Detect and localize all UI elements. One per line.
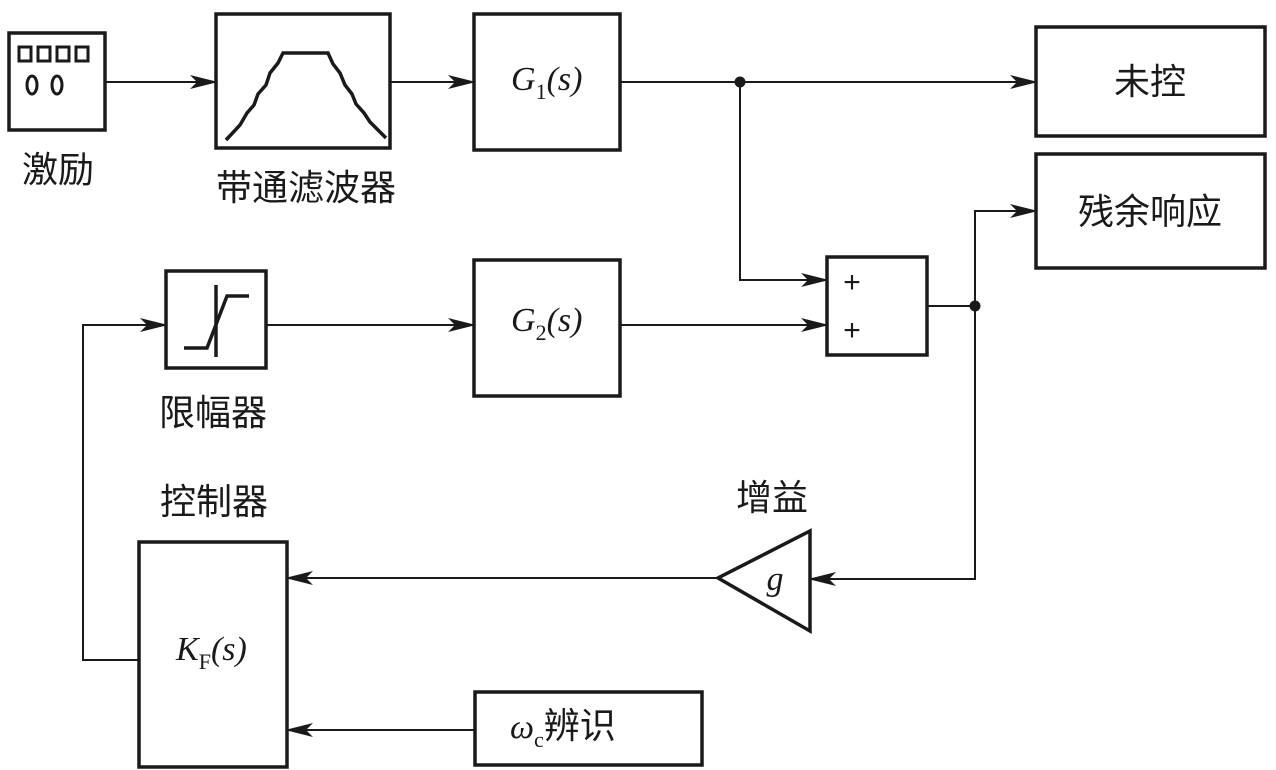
frequency-identification-block: ωc辨识: [473, 690, 704, 767]
g2-block: G2(s): [472, 258, 622, 398]
residual-response-label: 残余响应: [1078, 192, 1222, 233]
limiter-label: 限幅器: [159, 393, 267, 434]
excitation-label: 激励: [22, 150, 94, 191]
excitation-block: [7, 31, 107, 132]
controller-label: 控制器: [160, 482, 268, 523]
uncontrolled-label: 未控: [1114, 62, 1186, 103]
svg-text:ωc辨识: ωc辨识: [510, 706, 616, 752]
svg-text:G2(s): G2(s): [511, 302, 582, 345]
controller-block: KF(s): [137, 540, 289, 769]
summing-junction: + +: [825, 255, 929, 357]
g1-block: G1(s): [472, 12, 622, 152]
gain-block: g: [714, 528, 812, 635]
svg-text:G1(s): G1(s): [511, 61, 582, 104]
junction-dot-g1: [734, 76, 746, 88]
signal-generator-icon: [17, 45, 90, 96]
wire-summer-to-residual: [974, 204, 1038, 306]
bandpass-filter-block: [214, 12, 392, 150]
bandpass-filter-label: 带通滤波器: [216, 168, 396, 209]
wire-summer-to-gain: [808, 306, 976, 586]
sum-sign-bottom: +: [843, 314, 861, 347]
limiter-block: [164, 269, 268, 370]
sum-sign-top: +: [843, 266, 861, 299]
bandpass-response-icon: [224, 51, 388, 142]
residual-response-block: 残余响应: [1034, 152, 1267, 270]
gain-label: 增益: [736, 478, 808, 519]
uncontrolled-output-block: 未控: [1034, 25, 1267, 138]
svg-text:KF(s): KF(s): [175, 631, 247, 674]
gain-symbol: g: [767, 561, 784, 598]
wire-g1-branch-to-summer: [739, 82, 829, 287]
junction-dot-summer: [969, 300, 981, 312]
signal-wires: [82, 75, 1038, 737]
wire-controller-to-limiter: [82, 318, 168, 661]
